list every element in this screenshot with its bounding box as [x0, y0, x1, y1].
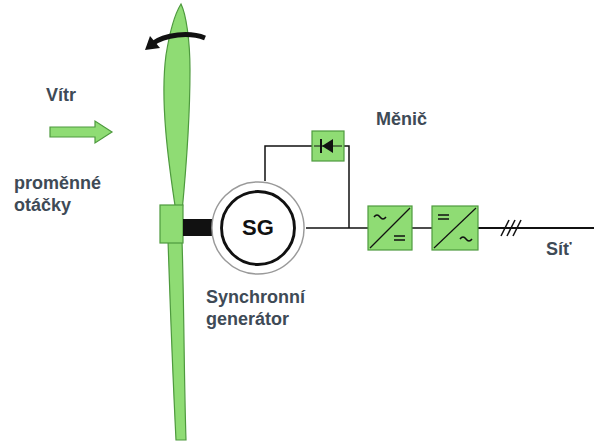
- ac-symbol: [460, 237, 472, 241]
- text-label: proměnné otáčky: [14, 172, 126, 216]
- text-label: Síť: [546, 238, 590, 260]
- wire: [344, 146, 349, 228]
- inverter-box: [432, 206, 478, 250]
- dc-symbol: [438, 218, 449, 220]
- diode-symbol: [314, 146, 342, 147]
- rectifier-box: [368, 206, 412, 250]
- converter-symbol: [434, 208, 476, 248]
- text-label: Měnič: [376, 108, 456, 130]
- text-label: Vítr: [46, 84, 126, 106]
- dc-symbol: [438, 214, 449, 216]
- three-phase-mark: [513, 220, 521, 236]
- generator-circle: SG: [210, 180, 306, 276]
- text-label: Synchronní generátor: [206, 286, 326, 330]
- wire: [306, 227, 368, 229]
- rotation-arrow-head: [145, 36, 160, 50]
- wind-arrow: [50, 121, 112, 143]
- blade: [168, 240, 186, 440]
- wire: [265, 146, 312, 181]
- grid-line: [478, 227, 594, 229]
- diode-box: [312, 131, 344, 161]
- converter-symbol: [370, 208, 410, 248]
- dc-symbol: [394, 235, 405, 237]
- hub: [160, 205, 183, 243]
- rotation-arrow: [152, 35, 205, 44]
- shaft: [183, 219, 215, 236]
- ac-symbol: [374, 215, 386, 219]
- dc-symbol: [394, 239, 405, 241]
- node-text: SG: [242, 215, 274, 241]
- wire: [412, 227, 432, 229]
